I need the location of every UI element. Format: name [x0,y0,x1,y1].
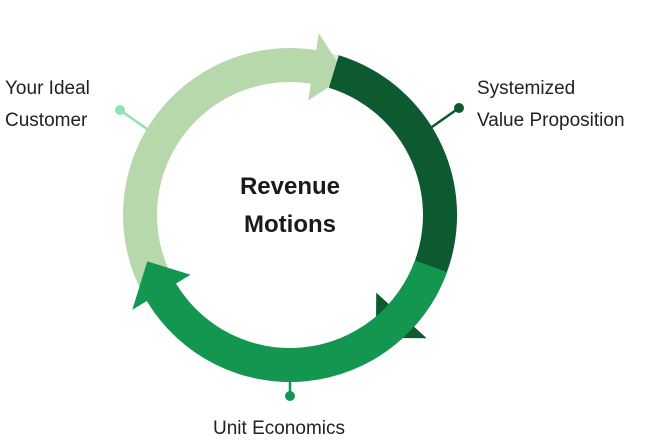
label-ideal-customer-line-2: Customer [5,110,88,131]
label-unit-economics: Unit Economics [213,418,345,439]
center-title-line-2: Motions [244,211,336,238]
connector-value-proposition [428,103,464,131]
center-disc [157,82,423,348]
center-title-line-1: Revenue [239,173,341,200]
label-value-proposition-line-2: Value Proposition [477,110,625,131]
arrow-ideal-customer [123,33,347,299]
arrow-unit-economics [132,260,447,383]
connector-ideal-customer [115,105,148,131]
label-value-proposition-line-1: Systemized [477,78,576,99]
label-ideal-customer-line-1: Your Ideal [5,78,90,99]
